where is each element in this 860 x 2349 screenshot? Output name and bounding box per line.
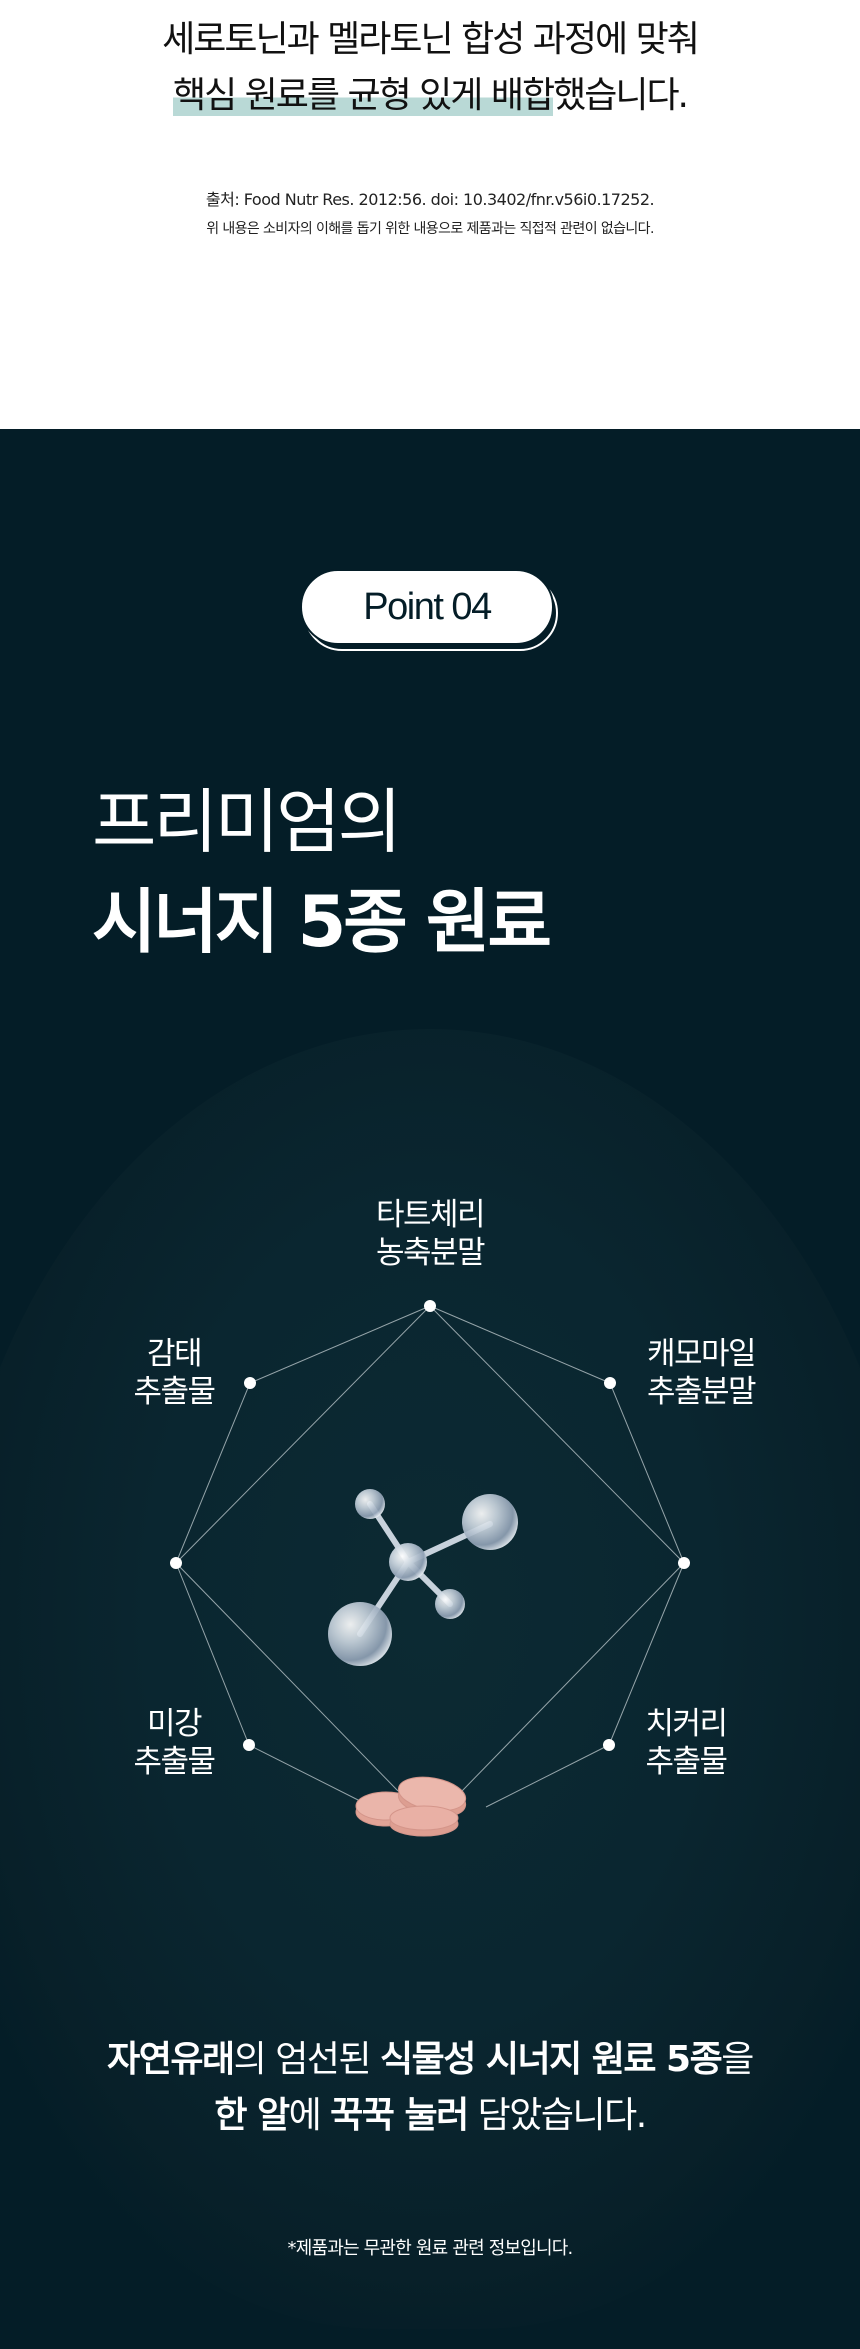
- ingredient-form: 추출물: [645, 1744, 728, 1780]
- footnote: *제품과는 무관한 원료 관련 정보입니다.: [287, 2238, 574, 2259]
- ingredient-rice-bran: 미강 추출물: [74, 1705, 274, 1781]
- intro-heading-line1: 세로토닌과 멜라토닌 합성 과정에 맞춰: [162, 19, 700, 60]
- intro-section: 세로토닌과 멜라토닌 합성 과정에 맞춰 핵심 원료를 균형 있게 배합했습니다…: [0, 0, 860, 429]
- section-title-line1: 프리미엄의: [92, 781, 402, 863]
- summary-line2: 한 알에 꾹꾹 눌러 담았습니다.: [214, 2095, 647, 2136]
- ingredient-name: 미강: [146, 1706, 203, 1742]
- ingredient-ecklonia: 감태 추출물: [74, 1335, 274, 1411]
- intro-heading-line2-rest: 했습니다.: [553, 75, 689, 116]
- ingredient-form: 농축분말: [375, 1235, 486, 1271]
- ingredient-form: 추출물: [133, 1744, 216, 1780]
- intro-heading: 세로토닌과 멜라토닌 합성 과정에 맞춰 핵심 원료를 균형 있게 배합했습니다…: [0, 12, 860, 124]
- intro-heading-highlight: 핵심 원료를 균형 있게 배합: [172, 75, 555, 116]
- background-glow: [0, 1029, 860, 2329]
- ingredient-name: 캐모마일: [646, 1336, 757, 1372]
- ingredient-form: 추출분말: [646, 1374, 757, 1410]
- point-badge-label: Point 04: [300, 569, 554, 645]
- section-title-line2: 시너지 5종 원료: [92, 881, 552, 963]
- ingredient-form: 추출물: [133, 1374, 216, 1410]
- ingredient-name: 타트체리: [375, 1197, 486, 1233]
- intro-disclaimer: 위 내용은 소비자의 이해를 돕기 위한 내용으로 제품과는 직접적 관련이 없…: [206, 221, 654, 237]
- summary-line1: 자연유래의 엄선된 식물성 시너지 원료 5종을: [107, 2039, 754, 2080]
- ingredient-tart-cherry: 타트체리 농축분말: [330, 1196, 530, 1272]
- ingredient-name: 감태: [146, 1336, 203, 1372]
- source-citation: 출처: Food Nutr Res. 2012:56. doi: 10.3402…: [205, 190, 655, 209]
- ingredient-chicory: 치커리 추출물: [586, 1705, 786, 1781]
- summary-text: 자연유래의 엄선된 식물성 시너지 원료 5종을 한 알에 꾹꾹 눌러 담았습니…: [0, 2032, 860, 2144]
- ingredient-name: 치커리: [645, 1706, 728, 1742]
- molecule-icon: [328, 1489, 518, 1666]
- ingredient-chamomile: 캐모마일 추출분말: [601, 1335, 801, 1411]
- point-badge: Point 04: [300, 569, 558, 651]
- tablets-icon: [355, 1776, 467, 1837]
- point-04-section: Point 04 프리미엄의 시너지 5종 원료: [0, 429, 860, 2349]
